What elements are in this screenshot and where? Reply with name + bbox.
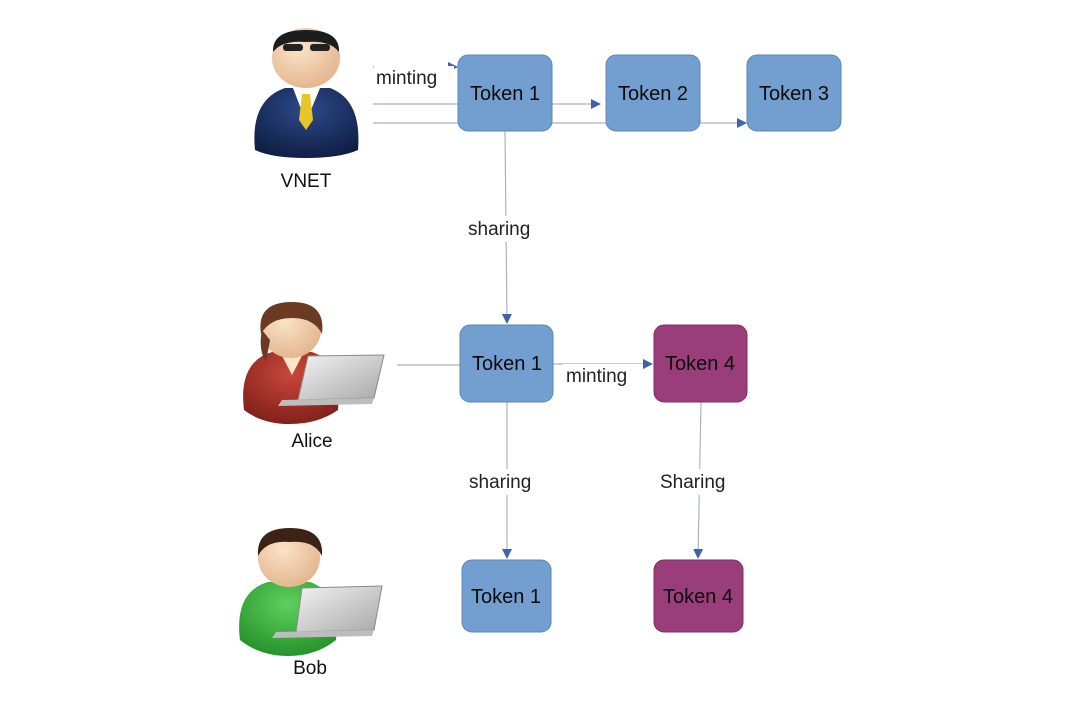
token-label: Token 2 [618,83,688,105]
token-box[interactable]: Token 1 [457,54,553,132]
edge-label-share-t1-alice: sharing [468,219,530,240]
token-box[interactable]: Token 4 [653,559,744,633]
edge-label-alice-mint: minting [566,366,627,387]
actor-bob: Bob [239,528,383,679]
actor-label-bob: Bob [293,658,327,679]
token-box[interactable]: Token 4 [653,324,748,403]
token-box[interactable]: Token 1 [461,559,552,633]
woman-with-laptop-icon [243,302,385,424]
token-label: Token 4 [663,586,733,608]
actor-label-alice: Alice [291,431,332,452]
edge-label-share-t4-bob: Sharing [660,472,726,493]
edge-label-share-t1-bob: sharing [469,472,531,493]
token-box[interactable]: Token 2 [605,54,701,132]
actor-label-vnet: VNET [281,171,332,192]
actor-alice: Alice [243,302,385,452]
token-label: Token 4 [665,353,735,375]
edge-label-vnet-mint: minting [376,68,437,89]
man-with-laptop-icon [239,528,383,656]
token-label: Token 3 [759,83,829,105]
edge-labels: minting sharing minting sharing Sharing [374,66,742,495]
token-label: Token 1 [470,83,540,105]
token-box[interactable]: Token 1 [459,324,554,403]
actor-vnet: VNET [254,28,359,192]
businessman-icon [254,28,359,158]
tokens: Token 1 Token 2 Token 3 Token 1 Token 4 … [457,54,842,633]
token-label: Token 1 [471,586,541,608]
token-box[interactable]: Token 3 [746,54,842,132]
token-label: Token 1 [472,353,542,375]
